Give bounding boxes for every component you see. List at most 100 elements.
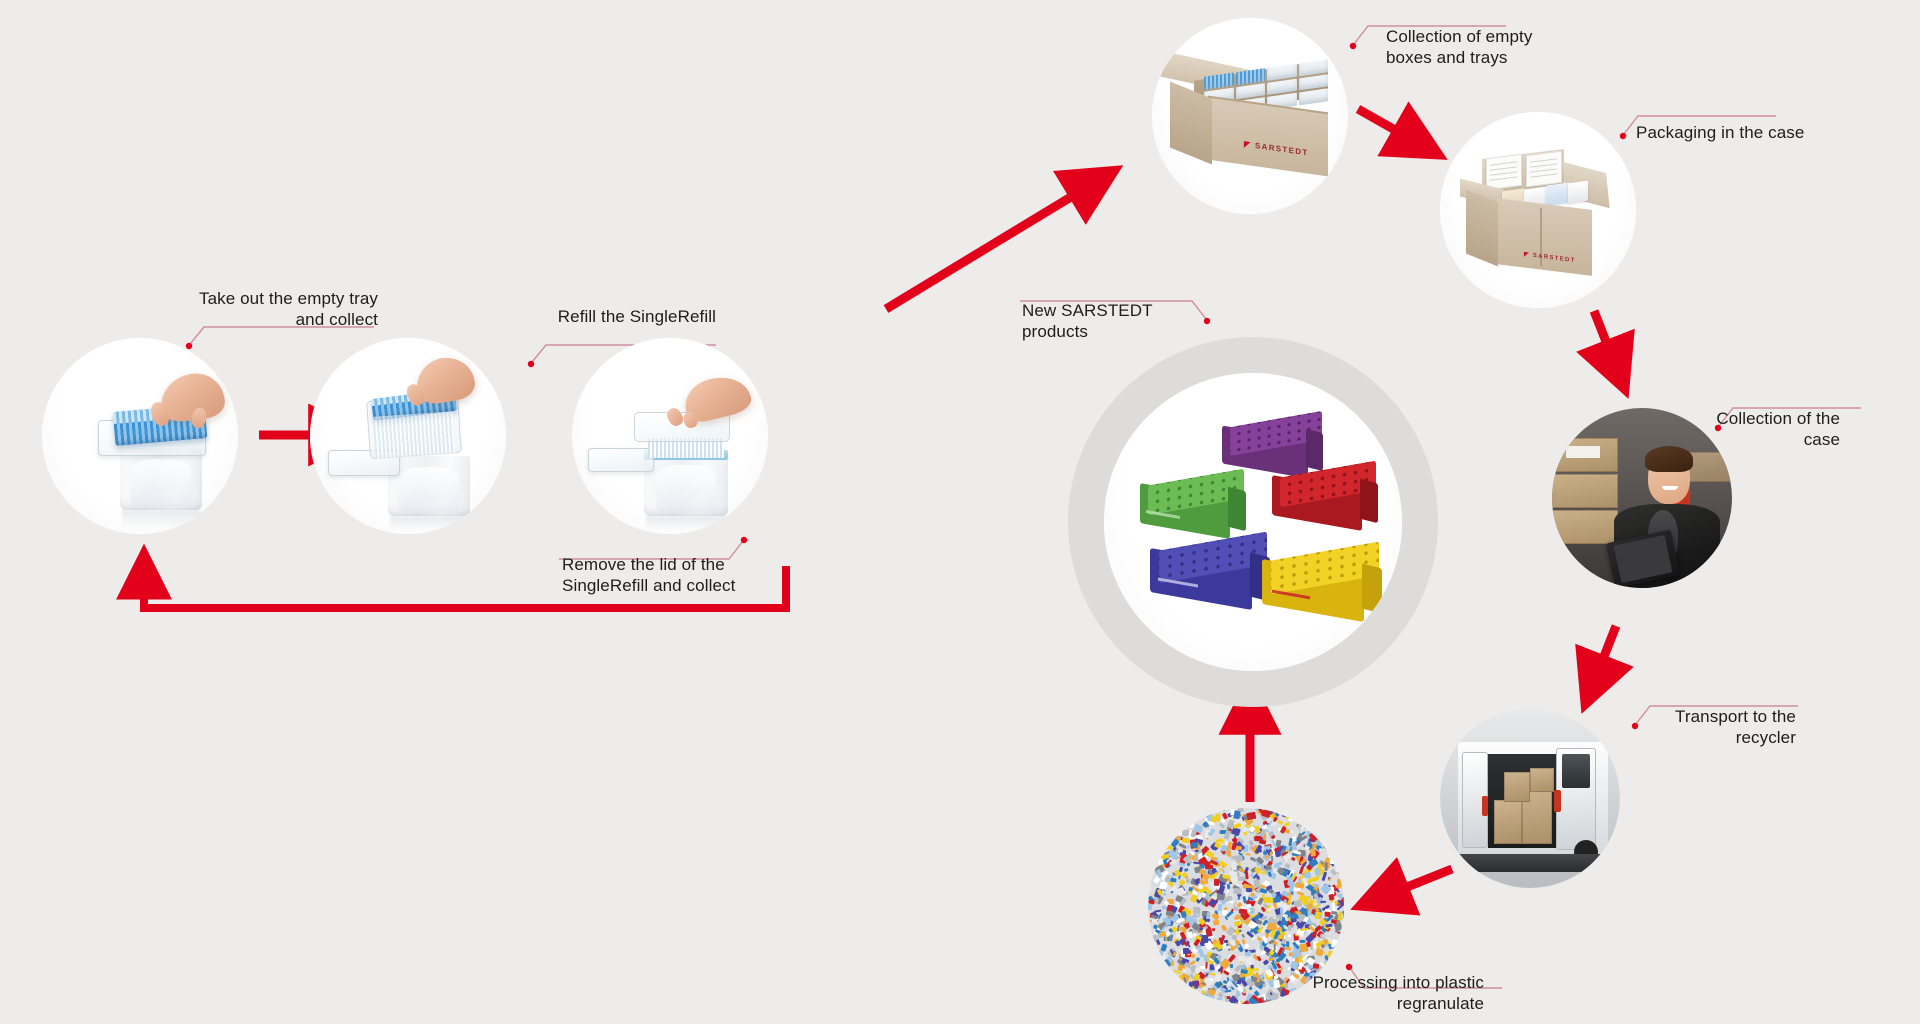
plastic-flake	[1226, 884, 1231, 890]
plastic-flake	[1331, 902, 1336, 912]
plastic-flake	[1240, 933, 1245, 939]
plastic-flake	[1288, 1001, 1293, 1004]
plastic-flake	[1225, 889, 1229, 894]
plastic-flake	[1220, 844, 1227, 851]
plastic-flake	[1241, 964, 1245, 969]
plastic-flake	[1280, 908, 1284, 915]
plastic-flake	[1151, 829, 1161, 839]
plastic-flake	[1157, 839, 1163, 847]
plastic-flake	[1256, 847, 1262, 853]
photo-packaging-in-the-case: ◤ SARSTEDT	[1440, 112, 1636, 308]
plastic-flake	[1222, 970, 1230, 976]
plastic-flake	[1176, 994, 1182, 1001]
label-transport-to-the-recycler: Transport to the recycler	[1675, 707, 1796, 748]
stacked-box	[1552, 510, 1618, 544]
photo-collection-of-empty-boxes-and-trays: ◤ SARSTEDT	[1152, 18, 1348, 214]
tray-cell	[1298, 59, 1328, 77]
plastic-flake	[1224, 989, 1232, 993]
plastic-flake	[1221, 864, 1224, 868]
plastic-flake	[1274, 998, 1280, 1004]
plastic-flake	[1287, 933, 1292, 938]
plastic-flake	[1342, 822, 1344, 827]
plastic-flake	[1211, 927, 1216, 931]
instruction-sheet	[1486, 153, 1522, 191]
rack-red	[1272, 460, 1380, 531]
plastic-flake	[1237, 875, 1246, 881]
plastic-flake	[1281, 916, 1285, 922]
plastic-flake	[1327, 876, 1333, 882]
plastic-flake	[1220, 829, 1228, 835]
plastic-flake	[1284, 862, 1292, 869]
plastic-flake	[1217, 946, 1221, 950]
plastic-flake	[1340, 837, 1344, 847]
plastic-flake	[1251, 976, 1258, 983]
plastic-flake	[1343, 857, 1344, 862]
plastic-flake	[1185, 844, 1191, 850]
tray-cell	[1204, 72, 1234, 90]
photo-collection-of-the-case	[1552, 408, 1732, 588]
plastic-flake	[1210, 1002, 1219, 1004]
plastic-flake	[1323, 1002, 1332, 1004]
plastic-flake	[1274, 941, 1279, 946]
label-take-out-empty-tray: Take out the empty tray and collect	[199, 289, 378, 330]
plastic-flake	[1270, 856, 1273, 863]
instruction-sheet	[1526, 150, 1562, 188]
plastic-flake	[1334, 836, 1340, 841]
plastic-flake	[1148, 904, 1153, 911]
plastic-flake	[1186, 862, 1191, 867]
package	[1546, 182, 1570, 206]
plastic-flake	[1287, 924, 1291, 931]
plastic-flake	[1339, 974, 1343, 978]
label-packaging-in-the-case: Packaging in the case	[1636, 123, 1805, 142]
plastic-flake	[1276, 926, 1283, 931]
plastic-flake	[1238, 867, 1246, 873]
van-box	[1530, 768, 1554, 792]
plastic-flake	[1338, 998, 1344, 1004]
plastic-flake	[1155, 985, 1163, 993]
center-ring	[1068, 337, 1438, 707]
plastic-flake	[1226, 977, 1230, 982]
plastic-flake	[1309, 847, 1316, 857]
plastic-flake	[1169, 859, 1177, 866]
plastic-flake	[1315, 974, 1318, 982]
plastic-flake	[1254, 835, 1262, 842]
plastic-flake	[1248, 839, 1254, 846]
plastic-flake	[1276, 969, 1282, 975]
plastic-flake	[1186, 931, 1194, 939]
plastic-flake	[1180, 824, 1187, 829]
plastic-flake	[1170, 960, 1175, 967]
label-collection-of-empty-boxes-and-trays: Collection of empty boxes and trays	[1386, 27, 1533, 68]
label-refill-singlerefill: Refill the SingleRefill	[557, 307, 716, 326]
plastic-flake	[1337, 911, 1343, 921]
arrow-step3-to-collection	[883, 165, 1124, 313]
photo-take-out-empty-tray	[42, 338, 238, 534]
plastic-flake	[1183, 947, 1189, 954]
plastic-flake	[1177, 849, 1184, 852]
stacked-box	[1552, 474, 1618, 508]
plastic-flake	[1185, 915, 1194, 922]
plastic-flake	[1233, 888, 1242, 895]
plastic-flake	[1194, 966, 1201, 973]
worker-smile	[1662, 486, 1678, 490]
plastic-flake	[1175, 886, 1185, 896]
plastic-flake	[1245, 956, 1255, 966]
plastic-flake	[1321, 813, 1329, 820]
plastic-flake	[1182, 829, 1190, 837]
plastic-flake	[1253, 878, 1261, 887]
plastic-flake	[1336, 811, 1344, 822]
plastic-flake	[1157, 975, 1161, 983]
plastic-flake	[1223, 829, 1232, 840]
rack-blue	[1150, 531, 1272, 610]
photo-processing-into-plastic-regranulate	[1148, 808, 1344, 1004]
tray-cell	[1267, 63, 1297, 81]
plastic-flake	[1204, 874, 1210, 879]
plastic-flake	[1164, 875, 1171, 883]
plastic-flake	[1269, 851, 1273, 856]
plastic-flake	[1329, 858, 1336, 865]
label-remove-lid: Remove the lid of the SingleRefill and c…	[562, 555, 736, 596]
plastic-flake	[1220, 875, 1224, 882]
plastic-flake	[1179, 866, 1184, 873]
plastic-flake	[1323, 911, 1331, 917]
package	[1568, 180, 1588, 204]
